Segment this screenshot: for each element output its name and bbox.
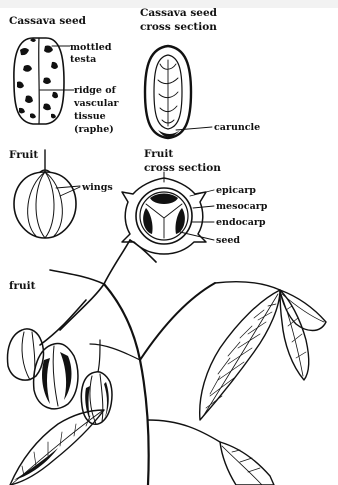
label-wings: wings xyxy=(81,182,113,193)
branch-drawing xyxy=(8,240,326,485)
seed-cross-drawing xyxy=(145,46,212,138)
label-ridge-2: vascular xyxy=(73,98,119,109)
label-ridge-4: (raphe) xyxy=(74,124,114,135)
label-mesocarp: mesocarp xyxy=(216,201,268,212)
label-seed: seed xyxy=(216,235,240,246)
branch-panel: fruit xyxy=(8,240,326,485)
fruit-panel: Fruit wings xyxy=(9,149,113,238)
fruit-title: Fruit xyxy=(9,149,38,161)
label-testa: testa xyxy=(70,54,96,65)
fruit-cross-title-2: cross section xyxy=(144,162,221,174)
branch-title: fruit xyxy=(9,280,36,292)
fruit-cross-panel: Fruit cross section epicarp mesocarp end… xyxy=(122,148,268,254)
seed-panel: Cassava seed mottled testa ridge of vasc… xyxy=(9,15,119,135)
seed-cross-title-2: cross section xyxy=(140,21,217,33)
seed-drawing xyxy=(14,38,74,124)
fruit-cross-drawing xyxy=(122,172,214,254)
fruit-drawing xyxy=(14,150,80,238)
seed-cross-panel: Cassava seed cross section caruncle xyxy=(140,7,260,138)
label-ridge-3: tissue xyxy=(74,111,106,122)
label-ridge-1: ridge of xyxy=(74,85,117,96)
fruit-cross-title-1: Fruit xyxy=(144,148,173,160)
seed-title: Cassava seed xyxy=(9,15,87,27)
label-epicarp: epicarp xyxy=(216,185,256,196)
label-endocarp: endocarp xyxy=(216,217,266,228)
label-caruncle: caruncle xyxy=(214,122,260,133)
label-mottled: mottled xyxy=(70,42,112,53)
seed-cross-title-1: Cassava seed xyxy=(140,7,218,19)
